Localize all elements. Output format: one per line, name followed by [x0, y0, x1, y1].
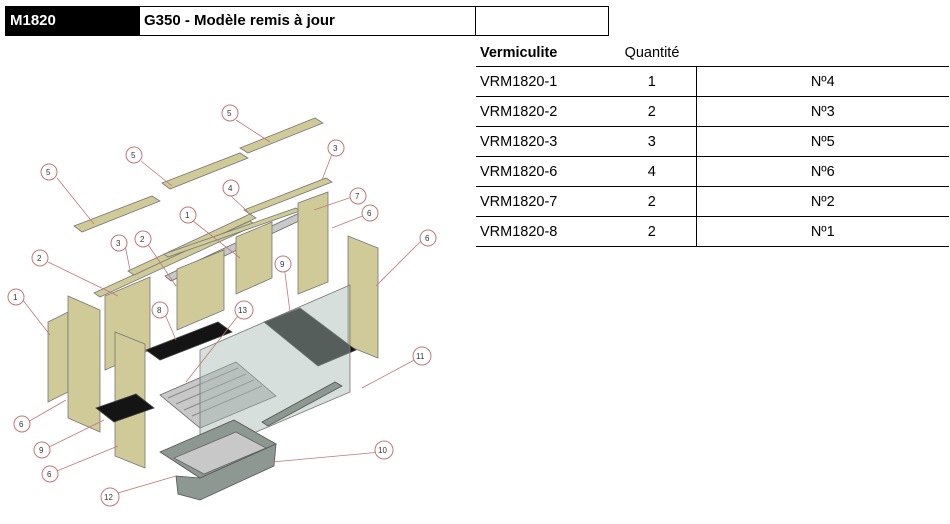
svg-text:1: 1	[185, 211, 190, 220]
part-number: Nº3	[695, 96, 949, 127]
callout-11: 11	[412, 346, 432, 366]
column-header-number	[696, 40, 949, 67]
svg-text:4: 4	[228, 184, 233, 193]
callout-5: 5	[221, 104, 239, 122]
svg-text:6: 6	[19, 420, 24, 429]
svg-text:1: 1	[13, 293, 18, 302]
part-qty: 2	[608, 96, 696, 127]
part-ref: VRM1820-3	[476, 126, 608, 157]
callout-9: 9	[274, 255, 292, 273]
model-title: G350 - Modèle remis à jour	[140, 7, 476, 35]
part-qty: 3	[608, 126, 696, 157]
callout-4: 4	[222, 179, 240, 197]
svg-text:12: 12	[104, 493, 113, 502]
part-qty: 2	[608, 216, 696, 247]
callout-3: 3	[327, 139, 345, 157]
callout-6: 6	[13, 415, 31, 433]
column-header-quantity: Quantité	[624, 45, 680, 61]
svg-text:5: 5	[227, 109, 232, 118]
top-panel-5a	[73, 195, 161, 233]
svg-text:9: 9	[280, 260, 285, 269]
svg-text:10: 10	[378, 446, 387, 455]
model-code: M1820	[6, 7, 140, 35]
part-number: Nº2	[695, 186, 949, 217]
svg-text:8: 8	[157, 306, 162, 315]
part-ref: VRM1820-8	[476, 216, 608, 247]
baffle-3-right	[243, 177, 333, 215]
table-row: VRM1820-3 3 Nº5	[476, 126, 949, 157]
callout-1: 1	[7, 288, 25, 306]
callout-2: 2	[134, 230, 152, 248]
table-row: VRM1820-7 2 Nº2	[476, 186, 949, 217]
right-side-panel-6	[347, 235, 379, 359]
svg-text:6: 6	[47, 470, 52, 479]
svg-text:6: 6	[425, 234, 430, 243]
top-panel-5c	[239, 117, 324, 154]
table-row: VRM1820-8 2 Nº1	[476, 216, 949, 247]
svg-text:9: 9	[39, 446, 44, 455]
svg-text:3: 3	[116, 239, 121, 248]
back-panel-middle	[176, 249, 225, 331]
callout-1: 1	[179, 206, 197, 224]
column-header-vermiculite: Vermiculite	[480, 45, 558, 61]
callout-12: 12	[100, 487, 120, 507]
svg-text:13: 13	[238, 306, 247, 315]
callout-6: 6	[41, 465, 59, 483]
callout-13: 13	[234, 300, 254, 320]
svg-text:3: 3	[333, 144, 338, 153]
table-row: VRM1820-1 1 Nº4	[476, 66, 949, 97]
left-side-panel-6	[67, 295, 101, 433]
table-row: VRM1820-6 4 Nº6	[476, 156, 949, 187]
top-panel-5b	[161, 152, 249, 190]
ash-pan-body	[175, 443, 277, 501]
right-back-panel	[297, 191, 329, 295]
header-bar: M1820 G350 - Modèle remis à jour	[5, 6, 609, 36]
svg-text:6: 6	[367, 209, 372, 218]
leader-lines	[21, 119, 422, 496]
callout-6: 6	[361, 204, 379, 222]
table-header-row: Vermiculite Quantité	[476, 40, 949, 67]
callout-8: 8	[151, 301, 169, 319]
callout-7: 7	[349, 187, 367, 205]
left-side-panel-1	[47, 311, 69, 403]
svg-text:5: 5	[131, 151, 136, 160]
part-number: Nº4	[695, 66, 949, 97]
callout-group: 5 5 5 3 4 1 7 6 6 2 3 2 9 1 8 13 11 6 9 …	[7, 104, 437, 507]
part-number: Nº1	[695, 216, 949, 247]
part-number: Nº6	[695, 156, 949, 187]
part-ref: VRM1820-1	[476, 66, 608, 97]
rail	[261, 381, 343, 427]
exploded-view-diagram: 5 5 5 3 4 1 7 6 6 2 3 2 9 1 8 13 11 6 9 …	[7, 104, 437, 507]
svg-text:2: 2	[140, 235, 145, 244]
part-qty: 1	[608, 66, 696, 97]
part-qty: 2	[608, 186, 696, 217]
header-blank-cell	[476, 7, 608, 35]
part-qty: 4	[608, 156, 696, 187]
glass-door-11	[199, 284, 351, 457]
callout-5: 5	[40, 163, 58, 181]
callout-2: 2	[31, 249, 49, 267]
svg-text:11: 11	[416, 352, 425, 361]
svg-text:2: 2	[37, 254, 42, 263]
back-panel-right	[235, 221, 273, 295]
callout-3: 3	[110, 234, 128, 252]
callout-5: 5	[125, 146, 143, 164]
bottom-board-8	[145, 321, 233, 361]
ash-pan-inner	[173, 431, 267, 475]
grate-bars	[167, 367, 263, 417]
part-ref: VRM1820-6	[476, 156, 608, 187]
svg-text:7: 7	[355, 192, 360, 201]
callout-6: 6	[419, 229, 437, 247]
parts-table: Vermiculite Quantité VRM1820-1 1 Nº4 VRM…	[476, 40, 949, 247]
table-row: VRM1820-2 2 Nº3	[476, 96, 949, 127]
callout-9: 9	[33, 441, 51, 459]
bottom-board-9-right	[263, 307, 357, 367]
part-number: Nº5	[695, 126, 949, 157]
bottom-board-9-left	[95, 393, 155, 423]
part-ref: VRM1820-2	[476, 96, 608, 127]
part-ref: VRM1820-7	[476, 186, 608, 217]
callout-10: 10	[374, 440, 394, 460]
svg-text:5: 5	[46, 168, 51, 177]
